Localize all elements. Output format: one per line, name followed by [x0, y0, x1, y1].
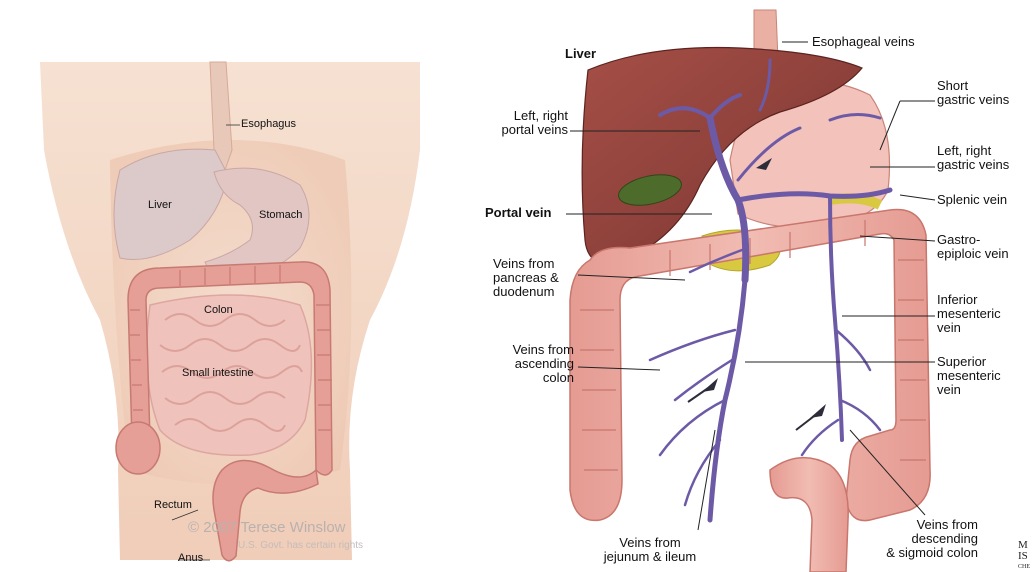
label-left-right-gastric-line1: Left, right: [937, 144, 1009, 158]
label-esophageal-veins: Esophageal veins: [812, 35, 915, 49]
cecum-shape: [116, 422, 160, 474]
label-splenic-vein: Splenic vein: [937, 193, 1007, 207]
label-gastro-line2: epiploic vein: [937, 247, 1009, 261]
label-pancreas-line3: duodenum: [493, 285, 559, 299]
label-portal-vein: Portal vein: [485, 206, 551, 220]
label-esophagus: Esophagus: [241, 118, 296, 130]
publisher-logo: M IS CHE: [1018, 540, 1030, 572]
label-ascending-line2: ascending: [482, 357, 574, 371]
label-veins-pancreas-duodenum: Veins from pancreas & duodenum: [493, 257, 559, 299]
label-inferior-line1: Inferior: [937, 293, 1001, 307]
label-anus: Anus: [178, 552, 203, 564]
abdomen-illustration: [0, 0, 470, 572]
label-inferior-mesenteric-vein: Inferior mesenteric vein: [937, 293, 1001, 335]
label-jejunum-line1: Veins from: [590, 536, 710, 550]
label-inferior-line2: mesenteric: [937, 307, 1001, 321]
label-gastro-line1: Gastro-: [937, 233, 1009, 247]
label-short-gastric-line2: gastric veins: [937, 93, 1009, 107]
label-colon: Colon: [204, 304, 233, 316]
label-left-right-portal-line2: portal veins: [476, 123, 568, 137]
abdomen-illustration-panel: Esophagus Liver Stomach Colon Small inte…: [0, 0, 470, 572]
label-superior-line3: vein: [937, 383, 1001, 397]
label-small-intestine: Small intestine: [182, 367, 254, 379]
logo-line2: IS: [1018, 551, 1030, 562]
rights-watermark: U.S. Govt. has certain rights: [238, 540, 363, 551]
label-veins-jejunum-ileum: Veins from jejunum & ileum: [590, 536, 710, 564]
sigmoid-shape: [770, 458, 848, 572]
portal-vein-illustration-panel: Liver Esophageal veins Short gastric vei…: [470, 0, 1032, 572]
label-ascending-line3: colon: [482, 371, 574, 385]
label-pancreas-line1: Veins from: [493, 257, 559, 271]
label-superior-line1: Superior: [937, 355, 1001, 369]
label-left-right-gastric-veins: Left, right gastric veins: [937, 144, 1009, 172]
label-superior-line2: mesenteric: [937, 369, 1001, 383]
label-inferior-line3: vein: [937, 321, 1001, 335]
label-pancreas-line2: pancreas &: [493, 271, 559, 285]
label-veins-descending-sigmoid: Veins from descending & sigmoid colon: [850, 518, 978, 560]
label-rectum: Rectum: [154, 499, 192, 511]
label-left-right-portal-veins: Left, right portal veins: [476, 109, 568, 137]
copyright-watermark: © 2007 Terese Winslow: [188, 519, 346, 536]
label-ascending-line1: Veins from: [482, 343, 574, 357]
label-left-right-gastric-line2: gastric veins: [937, 158, 1009, 172]
label-gastro-epiploic-vein: Gastro- epiploic vein: [937, 233, 1009, 261]
label-liver: Liver: [148, 199, 172, 211]
label-short-gastric-veins: Short gastric veins: [937, 79, 1009, 107]
label-veins-ascending-colon: Veins from ascending colon: [482, 343, 574, 385]
label-jejunum-line2: jejunum & ileum: [590, 550, 710, 564]
logo-line3: CHE: [1018, 562, 1030, 572]
label-short-gastric-line1: Short: [937, 79, 1009, 93]
label-descending-line1: Veins from: [850, 518, 978, 532]
label-liver: Liver: [565, 47, 596, 61]
label-superior-mesenteric-vein: Superior mesenteric vein: [937, 355, 1001, 397]
label-stomach: Stomach: [259, 209, 302, 221]
label-left-right-portal-line1: Left, right: [476, 109, 568, 123]
label-descending-line3: & sigmoid colon: [850, 546, 978, 560]
label-descending-line2: descending: [850, 532, 978, 546]
